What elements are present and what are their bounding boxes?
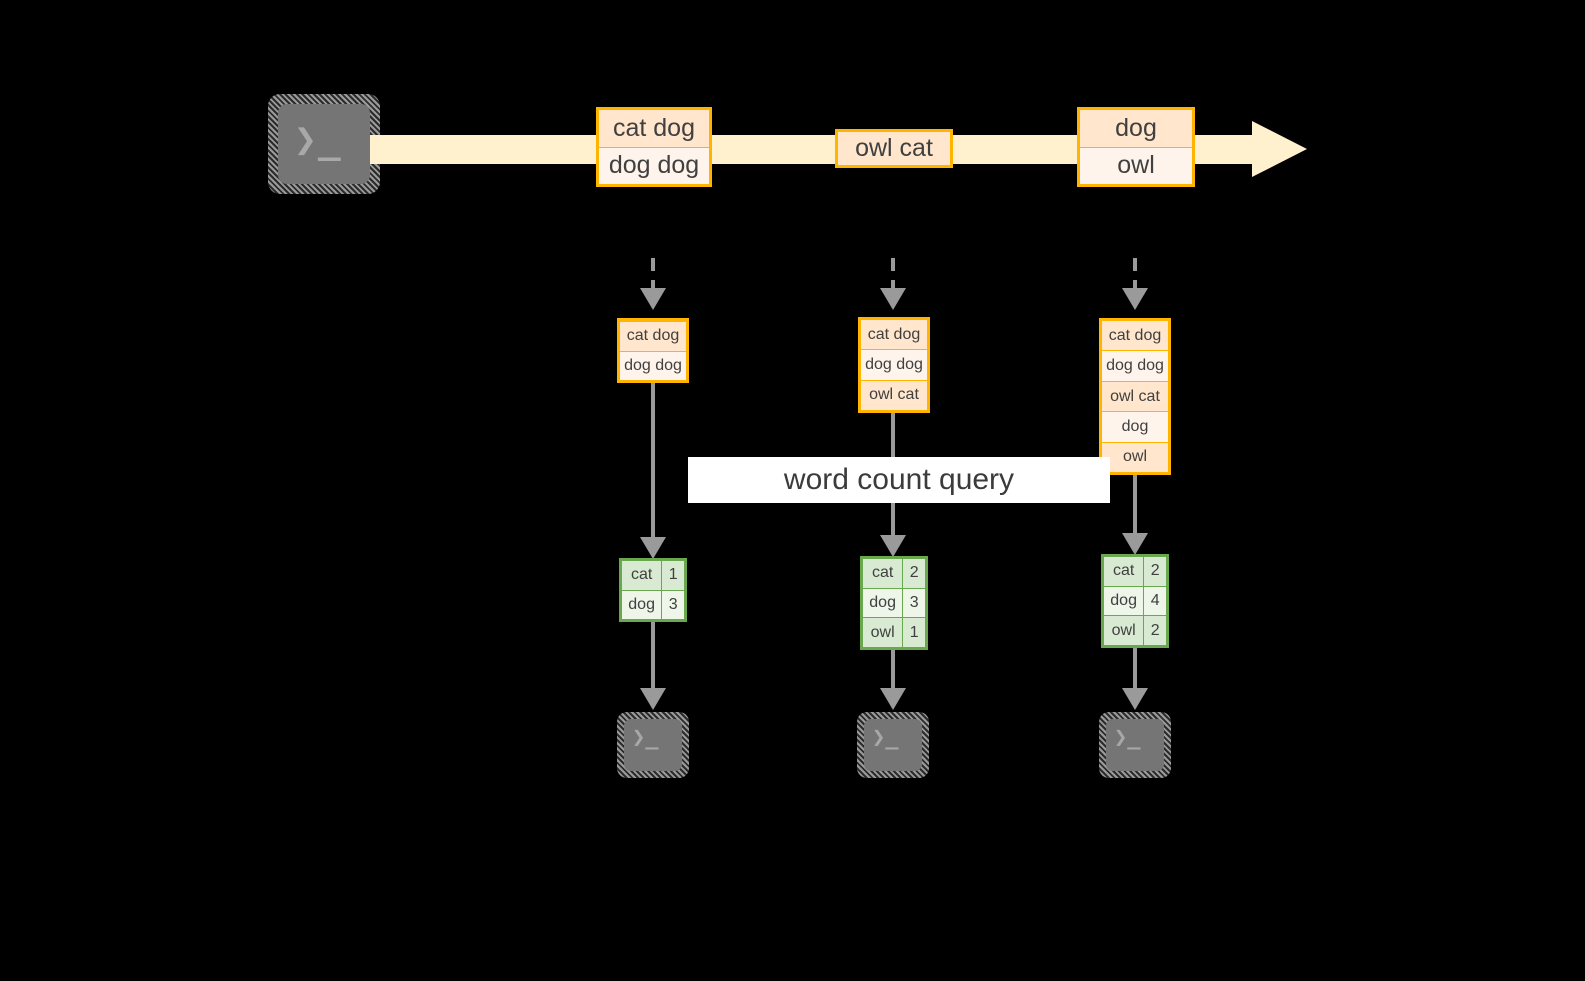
table-row: cat 2 <box>863 559 925 588</box>
result-key: cat <box>1104 557 1145 586</box>
accumulator-to-result-arrowhead-1 <box>640 537 666 559</box>
sink-terminal-icon-3: ❯_ <box>1099 712 1171 778</box>
result-count: 2 <box>1150 562 1160 580</box>
stream-to-accumulator-arrowhead-2 <box>880 288 906 310</box>
stream-to-accumulator-arrowhead-1 <box>640 288 666 310</box>
result-key: dog <box>622 590 663 619</box>
result-to-sink-arrowhead-3 <box>1122 688 1148 710</box>
stream-arrow-head-icon <box>1252 121 1307 177</box>
result-to-sink-arrowhead-2 <box>880 688 906 710</box>
result-count: 3 <box>909 594 919 611</box>
accumulator-to-result-connector-3 <box>1133 475 1137 536</box>
event-line: cat dog <box>599 110 709 147</box>
event-line: dog <box>1080 110 1192 147</box>
accumulated-line: cat dog <box>1102 321 1168 351</box>
result-key: dog <box>863 588 904 618</box>
accumulated-line: dog dog <box>861 349 927 380</box>
terminal-screen: ❯_ <box>1106 719 1164 771</box>
stream-to-accumulator-connector-3 <box>1133 258 1137 290</box>
accumulated-line: dog <box>1102 411 1168 442</box>
event-line: dog dog <box>599 146 709 184</box>
result-table-3: cat 2 dog 4 owl 2 <box>1101 554 1169 648</box>
result-key: cat <box>863 559 904 588</box>
table-row: dog 3 <box>622 589 684 619</box>
stream-to-accumulator-connector-2 <box>891 258 895 290</box>
terminal-screen: ❯_ <box>864 719 922 771</box>
event-line: owl cat <box>838 132 950 165</box>
terminal-screen: ❯_ <box>278 104 370 184</box>
accumulated-line: cat dog <box>861 320 927 350</box>
accumulator-to-result-connector-1 <box>651 383 655 539</box>
sink-terminal-icon-2: ❯_ <box>857 712 929 778</box>
result-key: owl <box>1104 616 1145 646</box>
stream-event-2: owl cat <box>835 129 953 168</box>
accumulated-line: cat dog <box>620 321 686 351</box>
table-row: dog 3 <box>863 587 925 618</box>
result-to-sink-connector-3 <box>1133 648 1137 690</box>
result-count: 3 <box>668 595 678 613</box>
result-count: 2 <box>1150 621 1160 639</box>
result-key: owl <box>863 618 904 648</box>
sink-terminal-icon-1: ❯_ <box>617 712 689 778</box>
terminal-prompt-glyph: ❯_ <box>632 725 659 750</box>
result-to-sink-connector-1 <box>651 622 655 690</box>
stream-event-3: dog owl <box>1077 107 1195 187</box>
result-count: 4 <box>1150 592 1160 609</box>
terminal-prompt-glyph: ❯_ <box>1114 725 1141 750</box>
accumulated-line: owl cat <box>1102 380 1168 412</box>
terminal-prompt-glyph: ❯_ <box>294 117 342 161</box>
result-table-2: cat 2 dog 3 owl 1 <box>860 556 928 650</box>
event-line: owl <box>1080 146 1192 184</box>
result-to-sink-connector-2 <box>891 650 895 690</box>
result-key: dog <box>1104 586 1145 616</box>
accumulator-to-result-arrowhead-2 <box>880 535 906 557</box>
accumulator-box-2: cat dog dog dog owl cat <box>858 317 930 413</box>
accumulator-to-result-arrowhead-3 <box>1122 533 1148 555</box>
query-label: word count query <box>688 457 1110 503</box>
table-row: cat 2 <box>1104 557 1166 586</box>
result-count: 2 <box>909 564 919 582</box>
table-row: owl 1 <box>863 617 925 648</box>
stream-to-accumulator-arrowhead-3 <box>1122 288 1148 310</box>
accumulated-line: dog dog <box>620 350 686 380</box>
result-table-1: cat 1 dog 3 <box>619 558 687 622</box>
terminal-screen: ❯_ <box>624 719 682 771</box>
result-count: 1 <box>668 566 678 584</box>
result-count: 1 <box>909 623 919 641</box>
table-row: dog 4 <box>1104 585 1166 616</box>
accumulated-line: owl cat <box>861 379 927 410</box>
accumulated-line: dog dog <box>1102 350 1168 381</box>
accumulated-line: owl <box>1102 441 1168 473</box>
result-to-sink-arrowhead-1 <box>640 688 666 710</box>
accumulator-box-1: cat dog dog dog <box>617 318 689 383</box>
table-row: cat 1 <box>622 561 684 590</box>
table-row: owl 2 <box>1104 615 1166 646</box>
stream-event-1: cat dog dog dog <box>596 107 712 187</box>
stream-to-accumulator-connector-1 <box>651 258 655 290</box>
result-key: cat <box>622 561 663 590</box>
accumulator-box-3: cat dog dog dog owl cat dog owl <box>1099 318 1171 475</box>
source-terminal-icon: ❯_ <box>268 94 380 194</box>
terminal-prompt-glyph: ❯_ <box>872 725 899 750</box>
